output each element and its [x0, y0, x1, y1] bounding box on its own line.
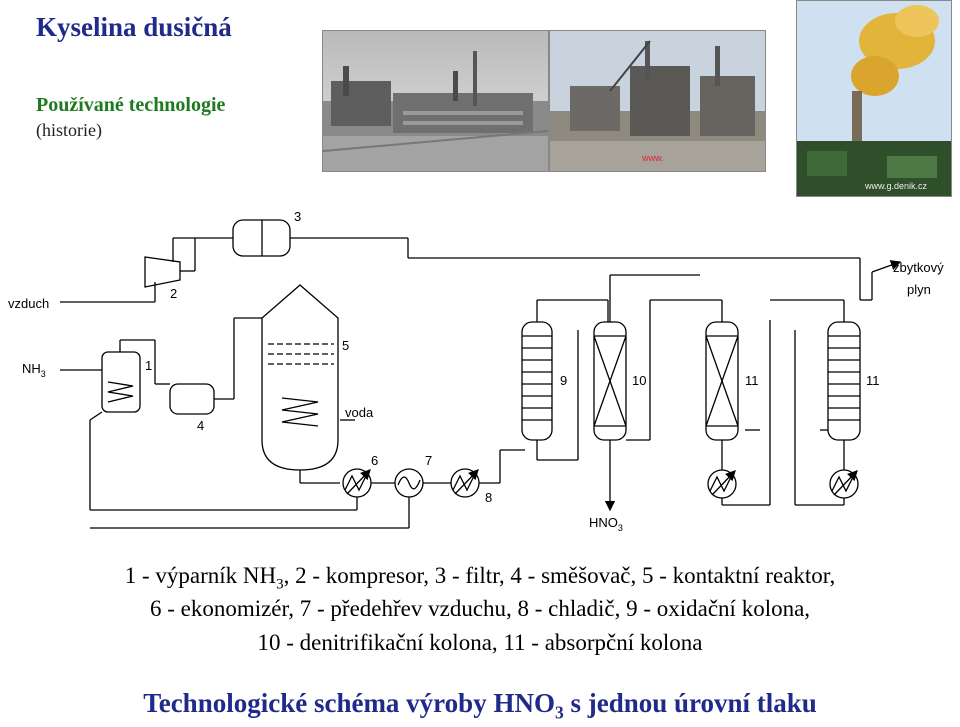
page-title: Kyselina dusičná [36, 12, 232, 43]
column-cooler-11b [830, 470, 858, 498]
diagram-caption: Technologické schéma výroby HNO3 s jedno… [0, 688, 960, 723]
contact-reactor-5 [262, 285, 338, 470]
factory-photo-color: www. [549, 30, 766, 172]
absorption-column-11b [828, 322, 860, 440]
equip-number-11a: 11 [745, 373, 759, 388]
section-subtitle: Používané technologie [36, 94, 225, 117]
photo-credit: www. [641, 153, 664, 163]
hno3-outlet-label: HNO3 [589, 515, 623, 533]
equip-number-4: 4 [197, 418, 204, 433]
cooler-8 [451, 469, 479, 497]
equip-number-9: 9 [560, 373, 567, 388]
equip-number-6: 6 [371, 453, 378, 468]
water-label: voda [345, 405, 374, 420]
photo-credit: www.g.denik.cz [864, 181, 928, 191]
column-cooler-11a [708, 470, 736, 498]
legend-line-3: 10 - denitrifikační kolona, 11 - absorpč… [0, 630, 960, 656]
history-note: (historie) [36, 120, 102, 141]
equip-number-5: 5 [342, 338, 349, 353]
stack-smoke-photo: www.g.denik.cz [796, 0, 952, 197]
compressor-2 [145, 257, 180, 287]
air-inlet-label: vzduch [8, 296, 49, 311]
equip-number-2: 2 [170, 286, 177, 301]
legend-line-2: 6 - ekonomizér, 7 - předehřev vzduchu, 8… [0, 596, 960, 622]
residual-gas-label-1: zbytkový [893, 260, 944, 275]
nh3-inlet-label: NH3 [22, 361, 46, 379]
filter-3 [233, 220, 290, 256]
economizer-6 [343, 469, 371, 497]
nh3-evaporator-1 [102, 352, 140, 412]
legend-line-1: 1 - výparník NH3, 2 - kompresor, 3 - fil… [0, 563, 960, 594]
oxidation-column-9 [522, 322, 552, 440]
residual-gas-label-2: plyn [907, 282, 931, 297]
factory-photo-grey [322, 30, 549, 172]
denitrification-column-10 [594, 322, 626, 440]
equip-number-8: 8 [485, 490, 492, 505]
equip-number-7: 7 [425, 453, 432, 468]
equip-number-3: 3 [294, 209, 301, 224]
air-preheater-7 [395, 469, 423, 497]
equip-number-1: 1 [145, 358, 152, 373]
absorption-column-11a [706, 322, 738, 440]
equip-number-10: 10 [632, 373, 646, 388]
mixer-4 [170, 384, 214, 414]
equip-number-11b: 11 [866, 373, 880, 388]
